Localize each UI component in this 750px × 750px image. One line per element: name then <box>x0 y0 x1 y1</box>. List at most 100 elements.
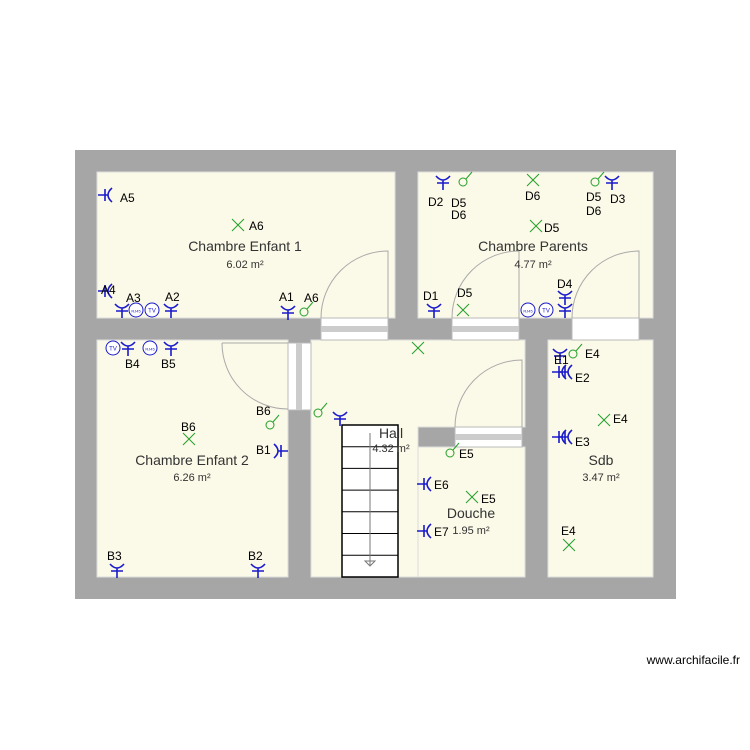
circuit-label: E4 <box>585 347 600 361</box>
socket-icon <box>98 283 113 299</box>
socket-icon <box>273 443 288 459</box>
circuit-label: D6 <box>451 208 467 222</box>
svg-text:RJ45: RJ45 <box>131 309 141 314</box>
circuit-label: A1 <box>279 290 294 304</box>
outlet-badge: RJ45 <box>128 302 144 318</box>
outlet-badge: TV <box>538 302 554 318</box>
room-chambre-parents <box>417 171 654 319</box>
circuit-label: E6 <box>434 478 449 492</box>
socket-icon <box>120 341 136 356</box>
circuit-label: D5 <box>457 286 473 300</box>
circuit-label: A6 <box>249 219 264 233</box>
socket-icon <box>280 305 296 320</box>
outlet-badge: RJ45 <box>520 302 536 318</box>
room-name: Chambre Parents <box>478 238 588 254</box>
socket-icon <box>557 303 573 318</box>
room-name: Chambre Enfant 1 <box>188 238 302 254</box>
circuit-label: D4 <box>557 277 573 291</box>
socket-icon <box>250 563 266 578</box>
circuit-label: B6 <box>181 420 196 434</box>
circuit-label: D6 <box>525 189 541 203</box>
socket-icon <box>604 175 620 190</box>
svg-text:TV: TV <box>542 309 550 315</box>
door-swing <box>221 342 289 410</box>
circuit-label: B4 <box>125 357 140 371</box>
room-area: 4.77 m² <box>514 259 552 271</box>
circuit-label: B6 <box>256 404 271 418</box>
circuit-label: D5 <box>544 221 560 235</box>
circuit-label: D5 <box>451 196 467 210</box>
socket-icon <box>163 341 179 356</box>
ceiling-light-icon <box>597 413 611 427</box>
door[interactable] <box>320 317 389 341</box>
door[interactable] <box>454 426 523 448</box>
switch-icon <box>458 171 473 187</box>
room-area: 1.95 m² <box>452 525 490 537</box>
switch-icon <box>265 414 280 430</box>
circuit-label: E4 <box>613 412 628 426</box>
circuit-label: E3 <box>575 435 590 449</box>
watermark: www.archifacile.fr <box>646 653 740 667</box>
circuit-label: A3 <box>126 291 141 305</box>
socket-icon <box>435 175 451 190</box>
socket-icon <box>426 303 442 318</box>
socket-icon <box>552 348 568 363</box>
circuit-label: D1 <box>423 289 439 303</box>
door-swing <box>454 359 523 428</box>
room-chambre-enfant-2 <box>96 339 289 578</box>
socket-icon <box>417 476 432 492</box>
circuit-label: D5 <box>586 190 602 204</box>
room-area: 6.02 m² <box>226 259 264 271</box>
ceiling-light-icon <box>182 432 196 446</box>
door-swing <box>571 250 640 319</box>
circuit-label: B3 <box>107 549 122 563</box>
circuit-label: E1 <box>554 353 569 367</box>
circuit-label: A5 <box>120 191 135 205</box>
circuit-label: A6 <box>304 291 319 305</box>
switch-icon <box>299 301 314 317</box>
svg-text:TV: TV <box>109 347 117 353</box>
socket-icon <box>417 523 432 539</box>
switch-icon <box>313 402 328 418</box>
sdb-opening <box>571 317 640 341</box>
switch-icon <box>590 171 605 187</box>
socket-icon <box>557 290 573 305</box>
outlet-badge: RJ45 <box>142 340 158 356</box>
socket-icon <box>98 187 113 203</box>
ceiling-light-icon <box>456 303 470 317</box>
socket-icon <box>163 303 179 318</box>
door-swing <box>320 250 389 319</box>
circuit-label: E5 <box>481 492 496 506</box>
circuit-label: E5 <box>459 447 474 461</box>
ceiling-light-icon <box>529 219 543 233</box>
svg-text:TV: TV <box>148 309 156 315</box>
room-name: Douche <box>447 505 495 521</box>
ceiling-light-icon <box>231 218 245 232</box>
ceiling-light-icon <box>526 173 540 187</box>
door[interactable] <box>287 342 312 411</box>
room-area: 4.32 m² <box>372 443 410 455</box>
circuit-label: E4 <box>561 524 576 538</box>
circuit-label: E7 <box>434 525 449 539</box>
socket-icon <box>558 429 573 445</box>
switch-icon <box>568 343 583 359</box>
svg-text:RJ45: RJ45 <box>145 347 155 352</box>
circuit-label: A4 <box>101 283 116 297</box>
circuit-label: D3 <box>610 192 626 206</box>
room-name: Hall <box>379 425 403 441</box>
circuit-label: B5 <box>161 357 176 371</box>
circuit-label: A2 <box>165 290 180 304</box>
socket-icon <box>109 563 125 578</box>
outlet-badge: TV <box>144 302 160 318</box>
room-chambre-enfant-1 <box>96 171 396 319</box>
outlet-badge: TV <box>105 340 121 356</box>
room-name: Chambre Enfant 2 <box>135 452 249 468</box>
svg-text:RJ45: RJ45 <box>523 309 533 314</box>
door[interactable] <box>451 317 520 341</box>
ceiling-light-icon <box>465 490 479 504</box>
socket-icon <box>558 364 573 380</box>
ceiling-light-icon <box>411 341 425 355</box>
room-area: 6.26 m² <box>173 472 211 484</box>
circuit-label: B2 <box>248 549 263 563</box>
